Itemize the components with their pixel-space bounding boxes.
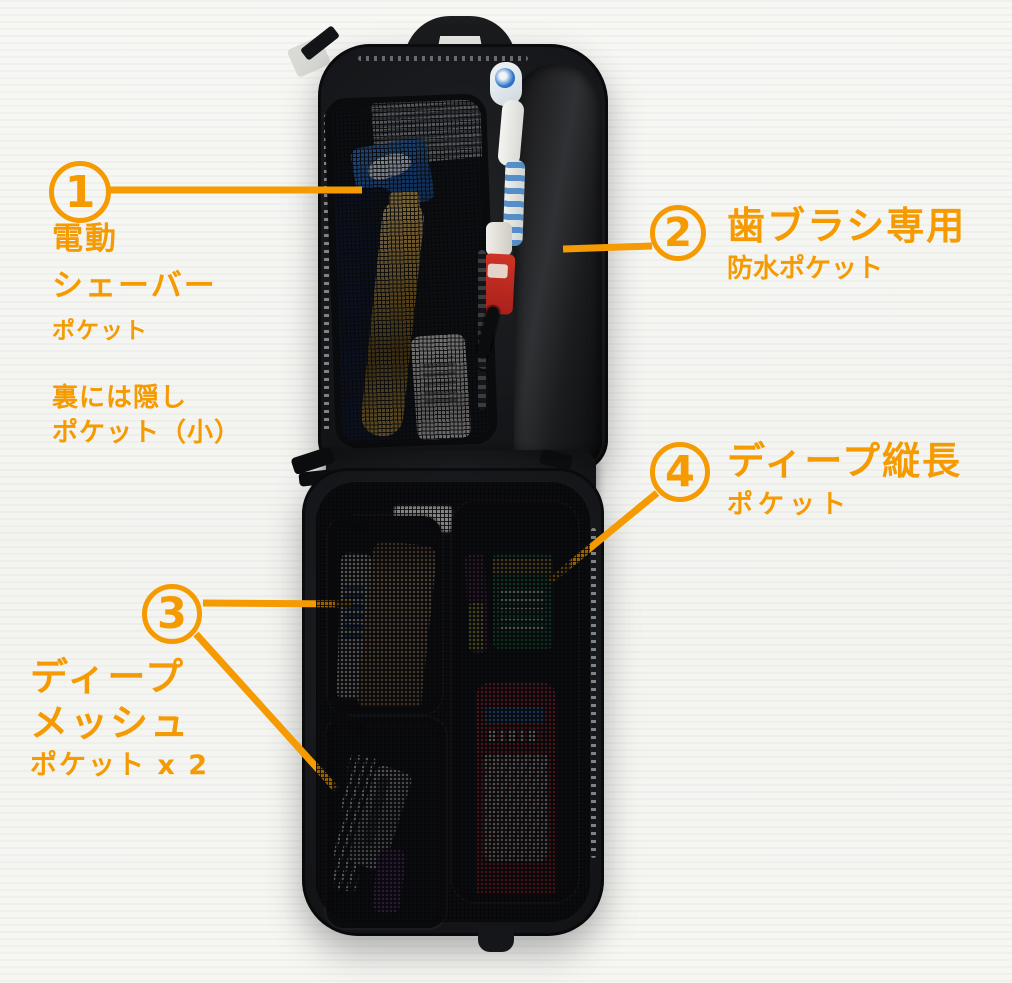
deep-vertical-pocket [452, 502, 578, 902]
red-bottle-label [483, 753, 549, 861]
callout-4-title: ディープ縦長 [727, 439, 963, 483]
zipper-teeth-bottom-right [591, 528, 596, 858]
callout-4-number: 4 [650, 442, 710, 502]
shaving-gel-can [370, 93, 490, 167]
toothpaste-body [481, 253, 516, 315]
gold-razor [359, 197, 426, 439]
cream-tube [410, 333, 472, 441]
red-bottle-text-band [489, 729, 541, 741]
callout-3-title-line2: メッシュ [30, 701, 191, 745]
waterproof-pocket-flap [514, 64, 602, 466]
deep-mesh-pocket-upper [328, 516, 442, 714]
tan-tube [356, 540, 435, 707]
red-bottle [475, 683, 557, 895]
callout-2-title: 歯ブラシ専用 [727, 204, 967, 248]
zipper-teeth-left [324, 114, 329, 434]
bottom-pouch [302, 468, 604, 952]
toothpaste-cap [486, 222, 512, 256]
purple-small-item [370, 847, 408, 915]
callout-1-note-line1: 裏には隠し [52, 383, 188, 413]
gel-can-label [349, 136, 436, 213]
callout-1-number: 1 [49, 161, 111, 223]
white-tube [336, 552, 372, 700]
red-bottle-blue-band [485, 707, 545, 724]
lime-item [469, 603, 484, 651]
toothpaste-tube [481, 222, 517, 318]
pocket-lining [325, 186, 402, 441]
callout-1-title-line2: シェーバー [52, 268, 217, 304]
deep-mesh-pocket-lower [326, 718, 446, 928]
callout-3-subtitle: ポケット x 2 [30, 750, 210, 781]
callout-2-subtitle: 防水ポケット [727, 254, 884, 284]
electric-toothbrush [486, 60, 532, 247]
callout-2-number: 2 [650, 205, 706, 261]
toothbrush-neck [497, 99, 525, 167]
callout-3-number: 3 [142, 584, 202, 644]
callout-1-note-line2: ポケット（小） [52, 418, 242, 448]
callout-1-subtitle: ポケット [52, 318, 148, 344]
purple-item [464, 552, 490, 654]
nail-clippers [346, 763, 414, 873]
zipper-teeth-top [358, 56, 528, 61]
toothbrush-head [490, 62, 522, 106]
tweezers [333, 753, 378, 893]
callout-1-title-line1: 電動 [52, 221, 118, 257]
callout-4-subtitle: ポケット [727, 490, 852, 520]
callout-3-title-line1: ディープ [30, 655, 186, 699]
green-soap-box [493, 553, 553, 649]
bottom-tab [478, 926, 514, 952]
shaver-mesh-pocket [323, 93, 499, 449]
